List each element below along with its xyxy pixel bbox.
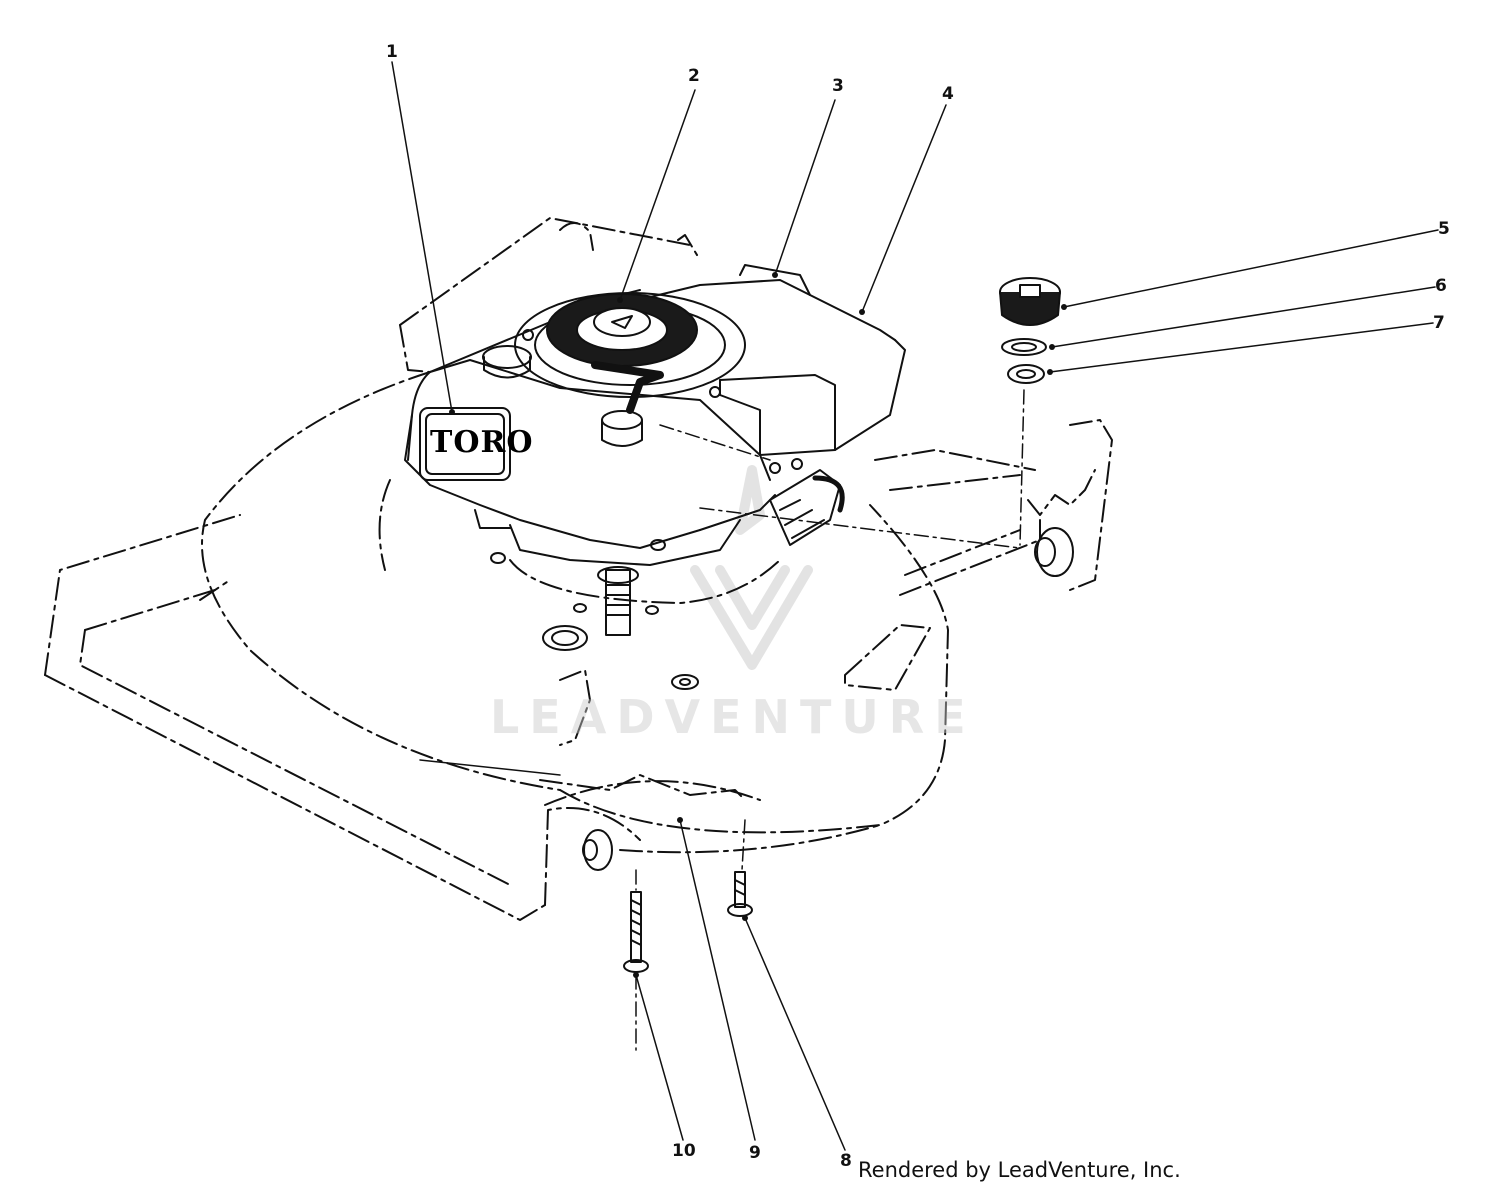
callout-2: 2 bbox=[688, 66, 700, 86]
callout-1: 1 bbox=[386, 42, 398, 62]
mower-deck bbox=[44, 217, 1113, 921]
render-credit: Rendered by LeadVenture, Inc. bbox=[858, 1158, 1181, 1182]
assembly-lines bbox=[635, 389, 1025, 1051]
callout-4: 4 bbox=[942, 84, 954, 104]
callout-6: 6 bbox=[1435, 276, 1447, 296]
callout-8: 8 bbox=[840, 1151, 852, 1171]
leader-lines bbox=[391, 61, 1439, 1151]
adjuster-knob bbox=[999, 277, 1061, 384]
screw-10 bbox=[623, 891, 649, 973]
watermark-text: LEADVENTURE bbox=[490, 690, 976, 744]
engine-assembly bbox=[404, 264, 1074, 871]
screw-8 bbox=[727, 871, 753, 917]
engine-brand-label: TORO bbox=[430, 425, 534, 460]
callout-5: 5 bbox=[1438, 219, 1450, 239]
watermark-logo bbox=[690, 465, 813, 670]
callout-9: 9 bbox=[749, 1143, 761, 1163]
callout-10: 10 bbox=[672, 1141, 696, 1161]
callout-7: 7 bbox=[1433, 313, 1445, 333]
callout-3: 3 bbox=[832, 76, 844, 96]
leader-dots bbox=[449, 272, 1067, 978]
